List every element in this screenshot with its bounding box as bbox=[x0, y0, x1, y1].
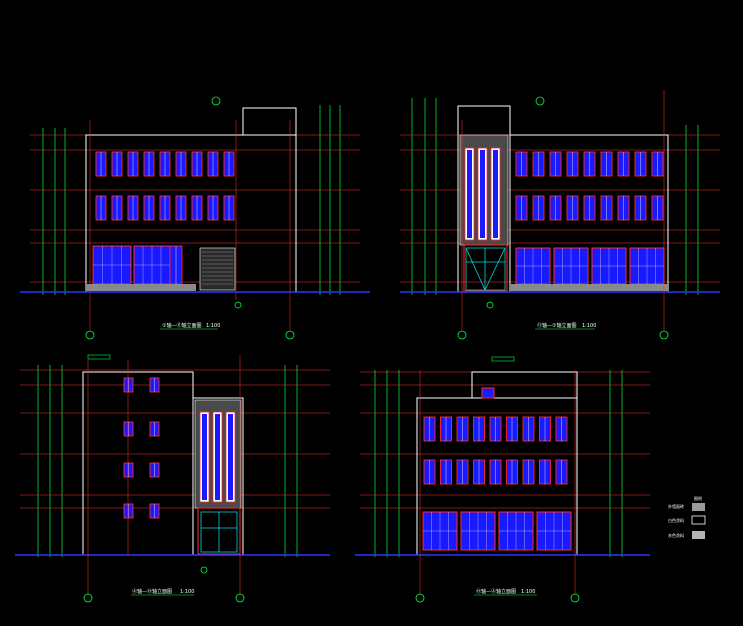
panel-1-title: ①轴—⑪轴立面图 bbox=[162, 322, 201, 329]
elevation-panel-4: Ⓗ轴—Ⓐ轴立面图 1:100 bbox=[355, 356, 650, 603]
panel-3-title: Ⓐ轴—Ⓗ轴立面图 bbox=[132, 588, 172, 595]
elevation-panel-1: ①轴—⑪轴立面图 1:100 bbox=[20, 96, 370, 340]
legend-swatch-1 bbox=[692, 503, 705, 511]
legend: 图例 外墙面砖 白色涂料 灰色涂料 bbox=[668, 495, 706, 539]
panel-2-title: ⑪轴—①轴立面图 bbox=[537, 322, 576, 329]
elevation-panel-2: ⑪轴—①轴立面图 1:100 bbox=[400, 90, 720, 340]
legend-title: 图例 bbox=[694, 495, 702, 501]
legend-swatch-2 bbox=[691, 515, 706, 525]
legend-label-1: 外墙面砖 bbox=[668, 503, 684, 509]
panel-4-scale: 1:100 bbox=[521, 589, 535, 595]
panel-4-title: Ⓗ轴—Ⓐ轴立面图 bbox=[476, 588, 516, 595]
elevation-panel-3: Ⓐ轴—Ⓗ轴立面图 1:100 bbox=[15, 354, 330, 603]
legend-swatch-3 bbox=[692, 531, 705, 539]
panel-2-scale: 1:100 bbox=[582, 323, 596, 329]
panel-3-scale: 1:100 bbox=[180, 589, 194, 595]
panel-1-scale: 1:100 bbox=[206, 323, 220, 329]
legend-label-3: 灰色涂料 bbox=[668, 532, 684, 538]
legend-label-2: 白色涂料 bbox=[668, 517, 684, 523]
